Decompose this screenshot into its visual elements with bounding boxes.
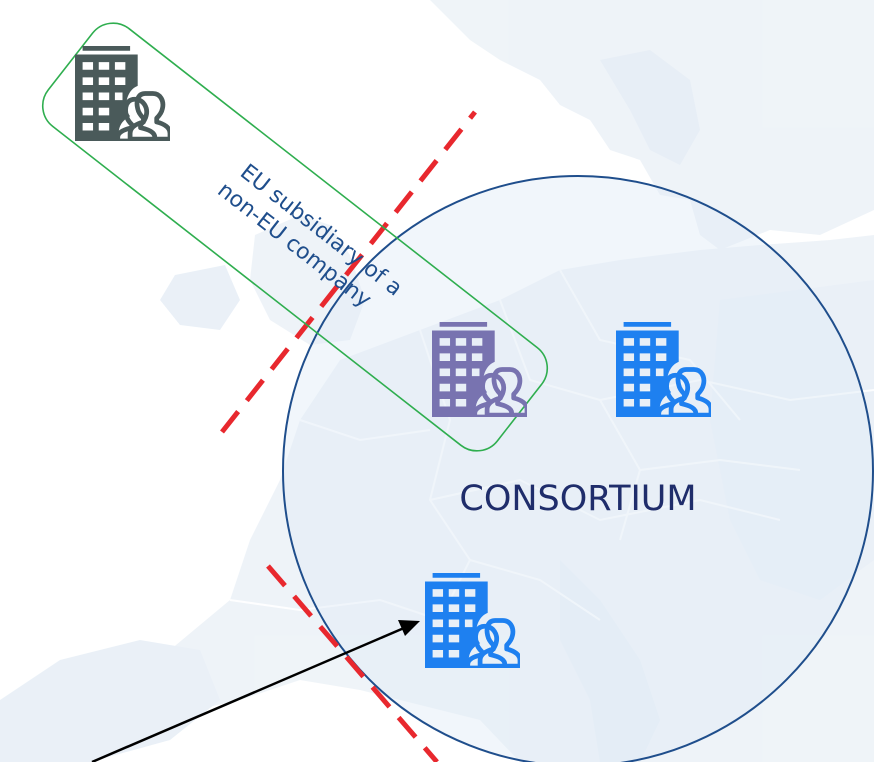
pointer-arrow	[91, 620, 420, 762]
consortium-label: CONSORTIUM	[459, 479, 696, 519]
eu-boundary-line-upper	[220, 110, 477, 434]
subsidiary-box	[41, 22, 549, 452]
eu-boundary-line-lower	[266, 564, 439, 762]
